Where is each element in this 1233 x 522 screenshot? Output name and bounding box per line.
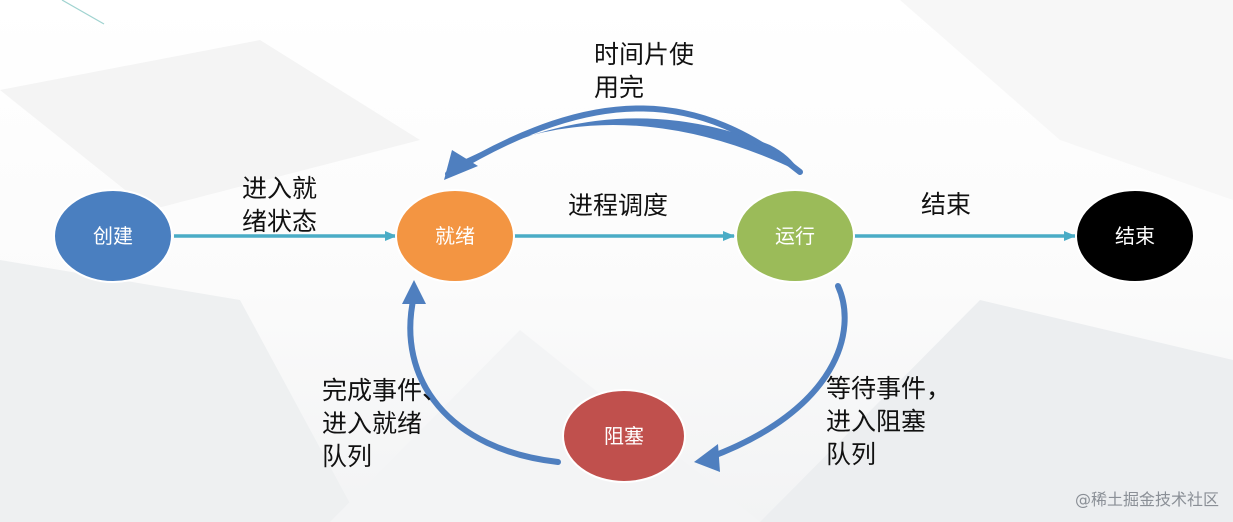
node-end: 结束 <box>1075 189 1195 283</box>
node-ready-label: 就绪 <box>435 224 475 248</box>
corner-accent-line <box>61 0 105 25</box>
node-blocked-label: 阻塞 <box>604 424 644 448</box>
arrow-to-blocked-curve <box>694 283 848 472</box>
arrow-blocked-to-ready-curve <box>402 280 561 465</box>
watermark: @稀土掘金技术社区 <box>1074 490 1219 509</box>
node-create: 创建 <box>53 189 173 283</box>
node-create-label: 创建 <box>93 224 133 248</box>
label-timeslice-used: 时间片使 用完 <box>594 40 695 102</box>
label-wait-event: 等待事件， 进入阻塞 队列 <box>826 374 952 469</box>
bg-facet <box>0 40 420 210</box>
arrow-timeslice-curve <box>444 105 803 180</box>
bg-facet <box>760 300 1233 522</box>
node-running-label: 运行 <box>775 224 815 248</box>
label-complete-event: 完成事件、 进入就绪 队列 <box>322 376 448 471</box>
node-end-label: 结束 <box>1115 224 1155 248</box>
node-running: 运行 <box>735 189 855 283</box>
node-blocked: 阻塞 <box>562 389 686 483</box>
label-create-to-ready: 进入就 绪状态 <box>242 174 318 236</box>
label-finish: 结束 <box>921 190 972 219</box>
bg-facet <box>0 260 360 522</box>
bg-facet <box>900 0 1233 200</box>
node-ready: 就绪 <box>395 189 515 283</box>
label-process-schedule: 进程调度 <box>568 191 669 220</box>
